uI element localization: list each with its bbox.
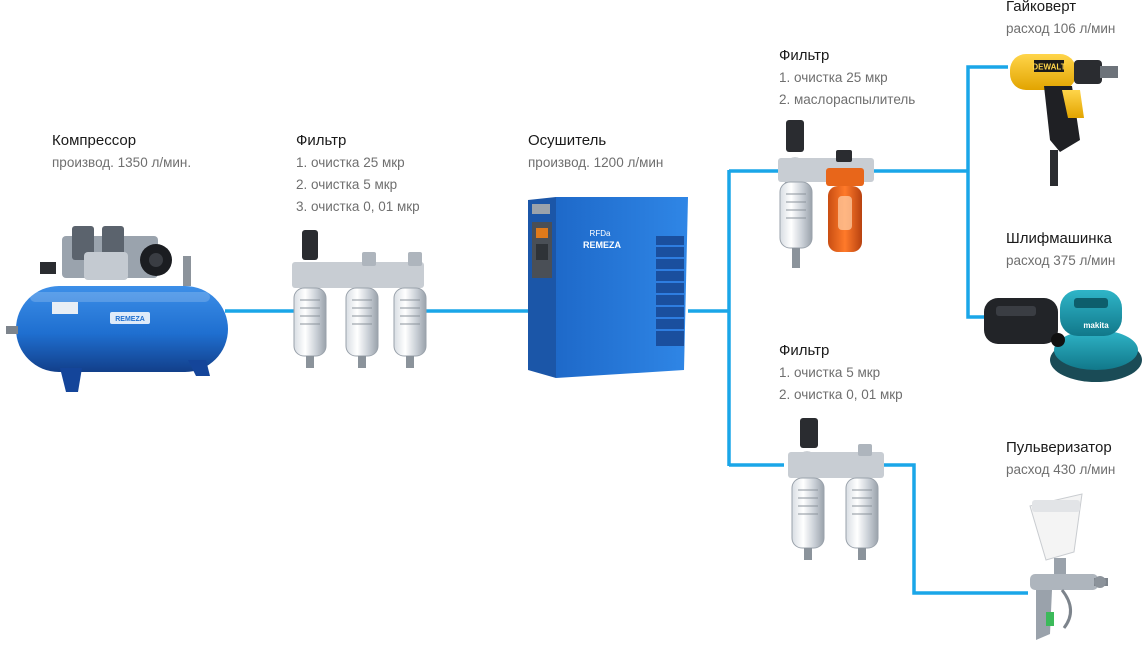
filter-main-label: Фильтр 1. очистка 25 мкр 2. очистка 5 мк… <box>296 130 420 218</box>
pipe-to-sprayer <box>880 463 1028 595</box>
pipe-tools-bus <box>966 65 1008 319</box>
compressor-spec-1: производ. 1350 л/мин. <box>52 155 192 170</box>
filter-upper-label: Фильтр 1. очистка 25 мкр 2. маслораспыли… <box>779 45 915 111</box>
wrench-label: Гайковерт расход 106 л/мин <box>1006 0 1115 40</box>
filter-main-spec-3: 3. очистка 0, 01 мкр <box>296 199 420 214</box>
filter-lower-spec-1: 1. очистка 5 мкр <box>779 365 881 380</box>
sprayer-title: Пульверизатор <box>1006 439 1112 456</box>
triple-filter-icon <box>292 230 427 368</box>
sprayer-spec-1: расход 430 л/мин <box>1006 462 1116 477</box>
svg-text:REMEZA: REMEZA <box>583 240 622 250</box>
compressor-title: Компрессор <box>52 132 137 149</box>
filter-upper-title: Фильтр <box>779 47 830 64</box>
double-filter-icon <box>788 418 884 560</box>
spray-gun-icon <box>1029 493 1108 640</box>
impact-wrench-icon: DEWALT <box>1010 54 1118 186</box>
dryer-label: Осушитель производ. 1200 л/мин <box>528 130 663 174</box>
compressor-label: Компрессор производ. 1350 л/мин. <box>52 130 191 174</box>
air-dryer-icon: RFDa REMEZA <box>528 197 688 378</box>
filter-lower-title: Фильтр <box>779 342 830 359</box>
sander-spec-1: расход 375 л/мин <box>1006 253 1116 268</box>
filter-lower-spec-2: 2. очистка 0, 01 мкр <box>779 387 903 402</box>
filter-lubricator-icon <box>778 120 874 268</box>
filter-main-spec-1: 1. очистка 25 мкр <box>296 155 405 170</box>
sander-title: Шлифмашинка <box>1006 230 1112 247</box>
wrench-spec-1: расход 106 л/мин <box>1006 21 1116 36</box>
filter-upper-spec-2: 2. маслораспылитель <box>779 92 916 107</box>
filter-main-spec-2: 2. очистка 5 мкр <box>296 177 398 192</box>
svg-text:DEWALT: DEWALT <box>1032 63 1065 72</box>
dryer-spec-1: производ. 1200 л/мин <box>528 155 664 170</box>
svg-text:RFDa: RFDa <box>590 229 611 238</box>
orbital-sander-icon: makita <box>984 290 1142 382</box>
filter-main-title: Фильтр <box>296 132 347 149</box>
wrench-title: Гайковерт <box>1006 0 1077 15</box>
pipes <box>225 65 1028 595</box>
svg-text:makita: makita <box>1083 321 1109 330</box>
sprayer-label: Пульверизатор расход 430 л/мин <box>1006 437 1115 481</box>
sander-label: Шлифмашинка расход 375 л/мин <box>1006 228 1115 272</box>
filter-lower-label: Фильтр 1. очистка 5 мкр 2. очистка 0, 01… <box>779 340 903 406</box>
svg-text:REMEZA: REMEZA <box>115 316 145 323</box>
filter-upper-spec-1: 1. очистка 25 мкр <box>779 70 888 85</box>
dryer-title: Осушитель <box>528 132 607 149</box>
air-compressor-icon: REMEZA <box>6 226 228 392</box>
